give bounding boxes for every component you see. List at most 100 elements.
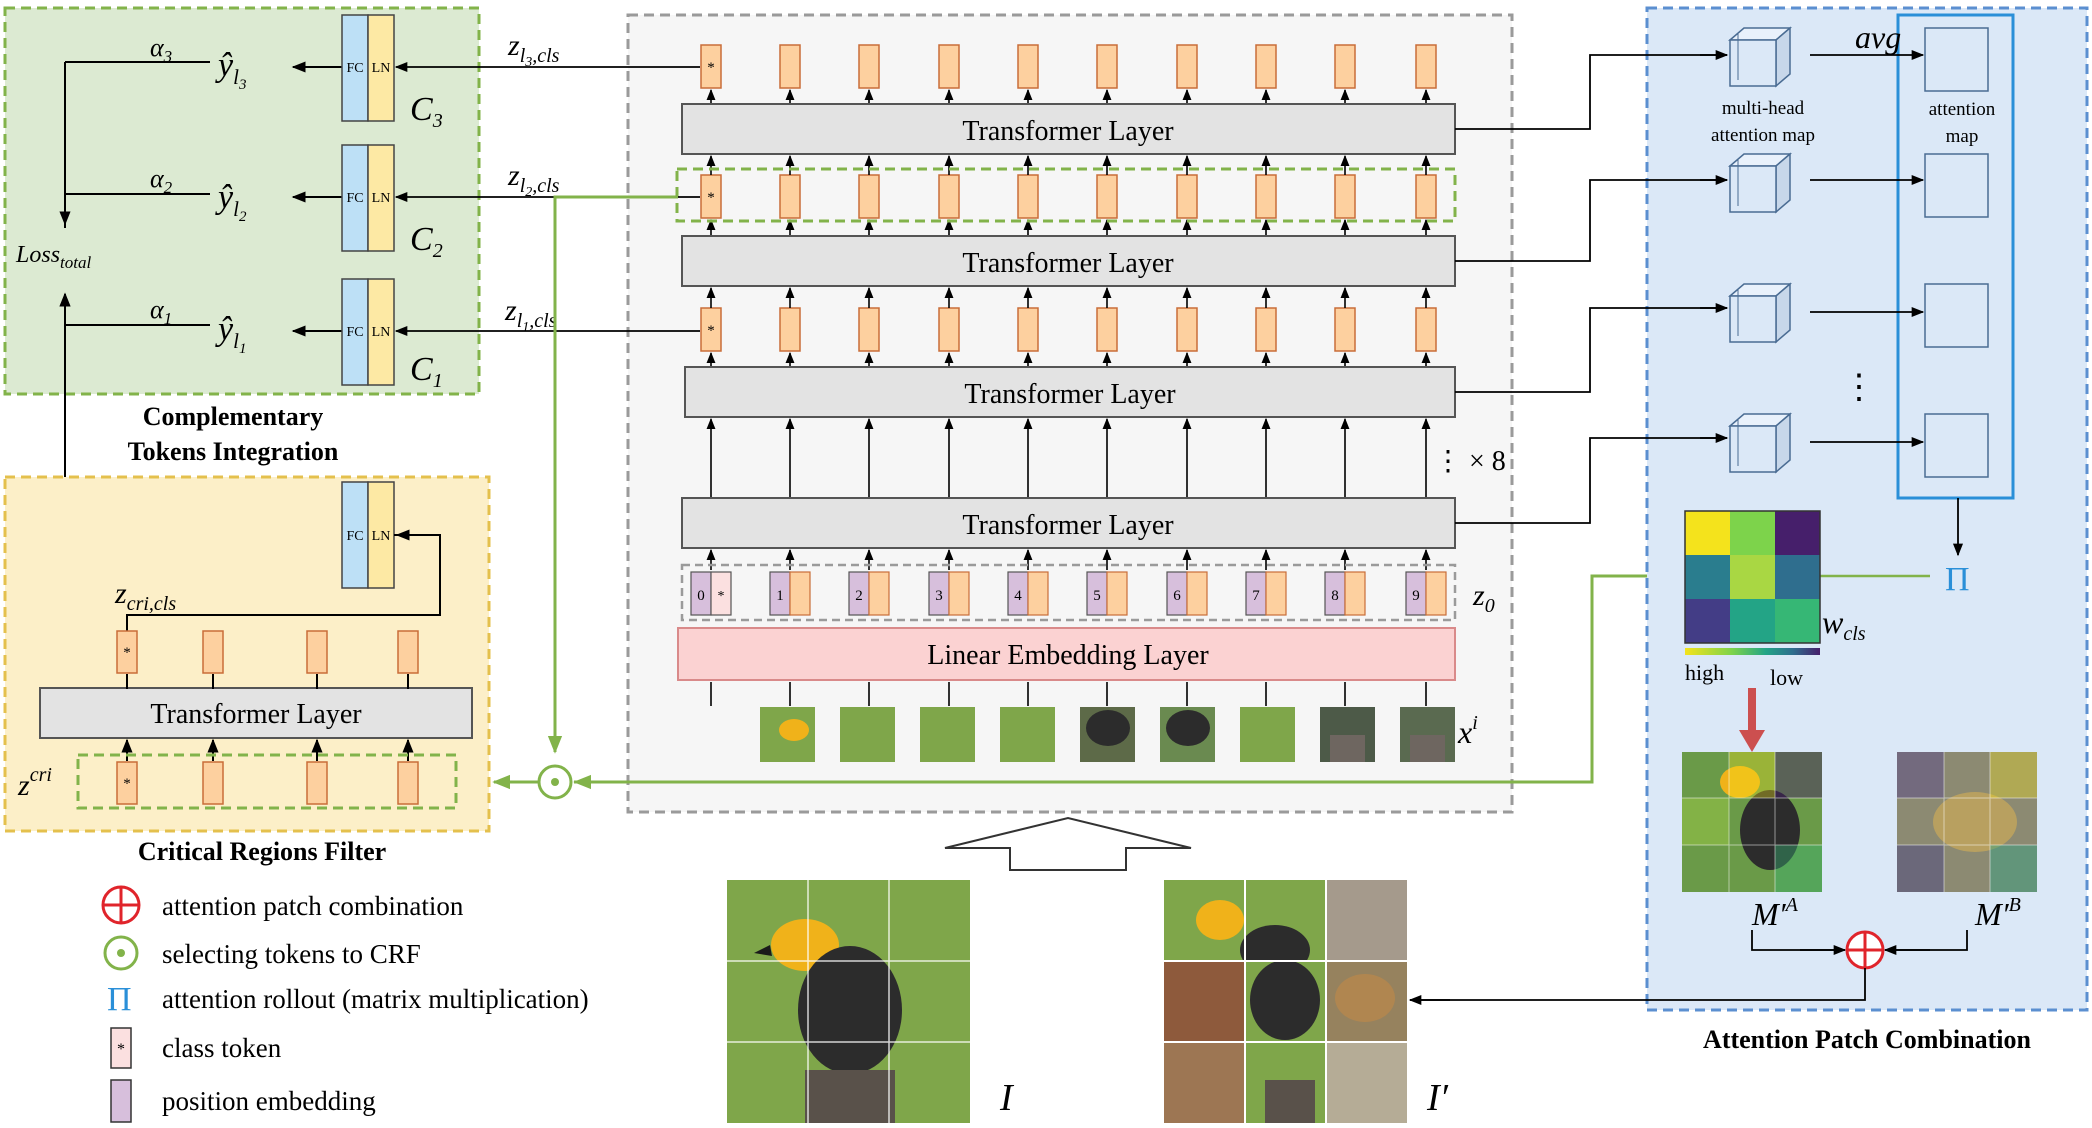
z-l1-cls: zl1,cls: [504, 294, 557, 335]
ln-label: LN: [372, 325, 391, 340]
attention-cube: [1729, 165, 1777, 213]
legend-item-2: selecting tokens to CRF: [162, 939, 421, 969]
patch-token: [1415, 174, 1437, 219]
complementary-title-line1: Complementary: [143, 402, 324, 431]
attention-map-label-line1: attention: [1929, 99, 1996, 120]
image-patch: [1000, 707, 1055, 762]
heatmap-cell: [1775, 555, 1820, 599]
transformer-layer-label: Transformer Layer: [962, 510, 1174, 541]
multi-head-attention-maps: [1727, 26, 1793, 474]
position-index: 2: [855, 588, 863, 604]
patch-token: [1176, 307, 1198, 352]
patch-token: [1344, 571, 1366, 616]
z0-row: [680, 563, 1457, 622]
position-index: 6: [1173, 588, 1181, 604]
patch-token: [1096, 307, 1118, 352]
ln-label: LN: [372, 529, 391, 544]
class-token-star: *: [707, 323, 715, 339]
image-I-label: I: [999, 1077, 1015, 1119]
crf-transformer-layer-label: Transformer Layer: [150, 699, 362, 730]
fc-label: FC: [346, 325, 363, 340]
patch-token: [868, 571, 890, 616]
avg-map-3: [1924, 27, 1989, 92]
patch-token: [1425, 571, 1447, 616]
patch-token: [938, 307, 960, 352]
times-8-label: ⋮ × 8: [1434, 446, 1506, 477]
position-index: 4: [1014, 588, 1022, 604]
attention-map-column: [1896, 13, 2015, 500]
avg-map-0: [1924, 413, 1989, 478]
image-I-prime: [1164, 880, 1407, 1123]
svg-text:*: *: [123, 776, 131, 792]
ln-label: LN: [372, 191, 391, 206]
c1-label: C1: [410, 351, 443, 392]
patch-token: [1334, 44, 1356, 89]
patch-token: [858, 174, 880, 219]
ln-label: LN: [372, 61, 391, 76]
head-cri: FC LN: [341, 481, 395, 589]
patch-token: [938, 174, 960, 219]
heatmap-cell: [1685, 555, 1730, 599]
transformer-layer-1: [681, 497, 1456, 549]
legend-item-1: attention patch combination: [162, 891, 464, 921]
head-l3: FC LN: [341, 14, 395, 122]
head-l1: FC LN: [341, 278, 395, 386]
legend-item-4: class token: [162, 1033, 282, 1063]
critical-regions-title: Critical Regions Filter: [138, 837, 386, 866]
transformer-layer-l3: [681, 103, 1456, 155]
class-token-star: *: [718, 589, 725, 604]
patch-token: [1096, 44, 1118, 89]
patch-token: [858, 44, 880, 89]
image-patch: [920, 707, 975, 762]
y-hat-l3: ŷl3: [215, 47, 246, 93]
patch-token: [1186, 571, 1208, 616]
attention-cube: [1729, 39, 1777, 87]
vdots: ⋮: [1842, 369, 1876, 406]
weights-to-select-path: [574, 574, 1682, 784]
avg-map-1: [1924, 283, 1989, 348]
y-hat-l1: ŷl1: [215, 311, 246, 357]
alpha-1: α1: [150, 295, 172, 328]
patch-token: [1176, 44, 1198, 89]
m-prime-A-label: M′A: [1751, 894, 1799, 932]
position-index: 5: [1093, 588, 1101, 604]
patch-token: [858, 307, 880, 352]
bird-body: [798, 946, 902, 1074]
attention-map-label-line2: map: [1946, 126, 1979, 147]
position-index: 1: [776, 588, 784, 604]
heatmap-cell: [1730, 555, 1775, 599]
legend-class-token-icon: [110, 1027, 132, 1069]
patch-token: [1017, 307, 1039, 352]
colorbar-low: low: [1770, 665, 1803, 690]
crf-output-tokens: *: [116, 630, 419, 674]
attention-cube: [1729, 295, 1777, 343]
patch-token: [1255, 174, 1277, 219]
class-token: [700, 44, 722, 89]
patch-token: [779, 44, 801, 89]
complementary-title-line2: Tokens Integration: [128, 437, 339, 466]
legend-position-embedding-icon: [110, 1079, 132, 1123]
patch-token: [1017, 174, 1039, 219]
input-up-arrow: [944, 816, 1192, 871]
image-I: [727, 880, 970, 1123]
class-token-star: *: [707, 190, 715, 206]
z-l2-cls: zl2,cls: [507, 159, 560, 200]
z-cri-cls-label: zcri,cls: [114, 577, 176, 615]
linear-embedding-label: Linear Embedding Layer: [927, 640, 1209, 671]
selected-l2-tokens: [675, 167, 1457, 223]
svg-text:*: *: [117, 1041, 125, 1058]
c2-label: C2: [410, 221, 443, 262]
head-l2: FC LN: [341, 144, 395, 252]
colorbar: [1685, 648, 1820, 655]
patch-token: [1415, 307, 1437, 352]
w-cls-label: wcls: [1822, 604, 1866, 645]
linear-embedding-layer: [677, 627, 1456, 681]
masked-image-A: [1682, 752, 1822, 892]
backbone-token-rows: * * *: [700, 44, 1437, 706]
heatmap-cell: [1775, 511, 1820, 555]
fc-label: FC: [346, 529, 363, 544]
heatmap-cell: [1775, 599, 1820, 643]
masked-image-B: [1897, 752, 2037, 892]
patch-token: [779, 174, 801, 219]
